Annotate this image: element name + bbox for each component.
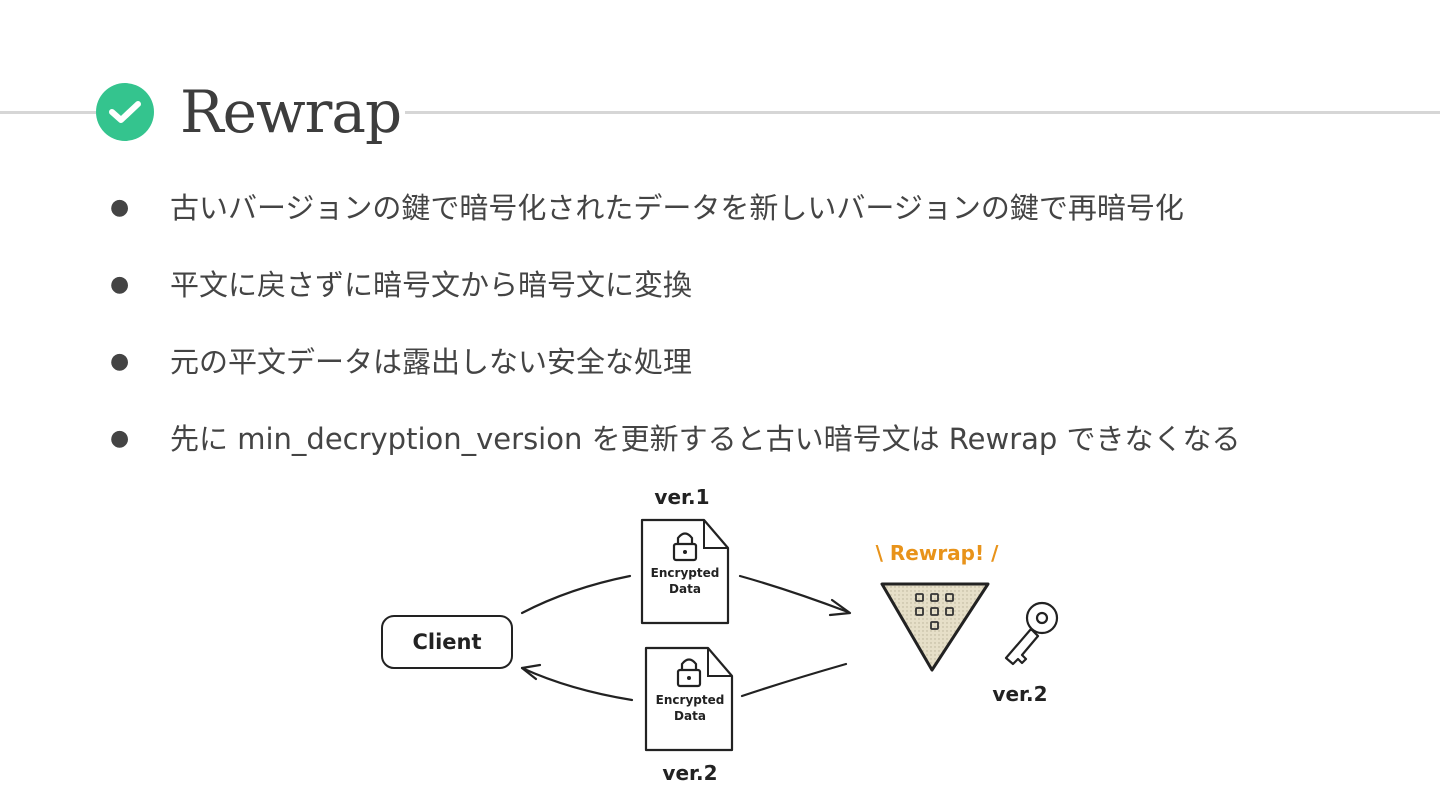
bullet-icon: ● [110, 349, 130, 374]
arrow-head-vault [828, 598, 852, 617]
vault-icon [880, 582, 990, 672]
svg-text:Encrypted: Encrypted [656, 693, 725, 707]
title-rule [0, 111, 1440, 114]
doc-ver2-label: ver.2 [662, 761, 717, 785]
rewrap-diagram: Client ver.1 Encrypted Data Encrypted Da… [381, 485, 1059, 785]
lock-icon [672, 532, 698, 562]
document-ver2: Encrypted Data ver.2 [644, 646, 734, 785]
arrow-doc-to-client [520, 666, 634, 702]
arrow-client-to-doc [520, 574, 632, 615]
document-ver1: ver.1 Encrypted Data [640, 485, 730, 625]
svg-text:Data: Data [674, 709, 706, 723]
lock-icon [676, 658, 702, 688]
list-item: ●平文に戻さずに暗号文から暗号文に変換 [110, 262, 1241, 339]
page-title: Rewrap [180, 78, 402, 146]
arrow-vault-to-doc [740, 662, 848, 698]
list-item: ●古いバージョンの鍵で暗号化されたデータを新しいバージョンの鍵で再暗号化 [110, 185, 1241, 262]
rewrap-label: \ Rewrap! / [876, 541, 999, 565]
key-ver2-label: ver.2 [992, 682, 1047, 706]
title-block: Rewrap [96, 76, 406, 148]
svg-text:Encrypted: Encrypted [651, 566, 720, 580]
bullet-icon: ● [110, 195, 130, 220]
list-item: ●元の平文データは露出しない安全な処理 [110, 339, 1241, 416]
list-item: ●先に min_decryption_version を更新すると古い暗号文は … [110, 416, 1241, 493]
bullet-list: ●古いバージョンの鍵で暗号化されたデータを新しいバージョンの鍵で再暗号化 ●平文… [110, 185, 1241, 493]
svg-text:Data: Data [669, 582, 701, 596]
arrow-doc-to-vault [738, 574, 850, 614]
bullet-icon: ● [110, 426, 130, 451]
key-icon [1004, 601, 1059, 666]
client-label: Client [412, 630, 481, 654]
client-box: Client [381, 615, 513, 669]
check-circle-icon [96, 83, 154, 141]
doc-ver1-label: ver.1 [654, 485, 709, 509]
arrow-head-client [520, 663, 542, 681]
bullet-icon: ● [110, 272, 130, 297]
